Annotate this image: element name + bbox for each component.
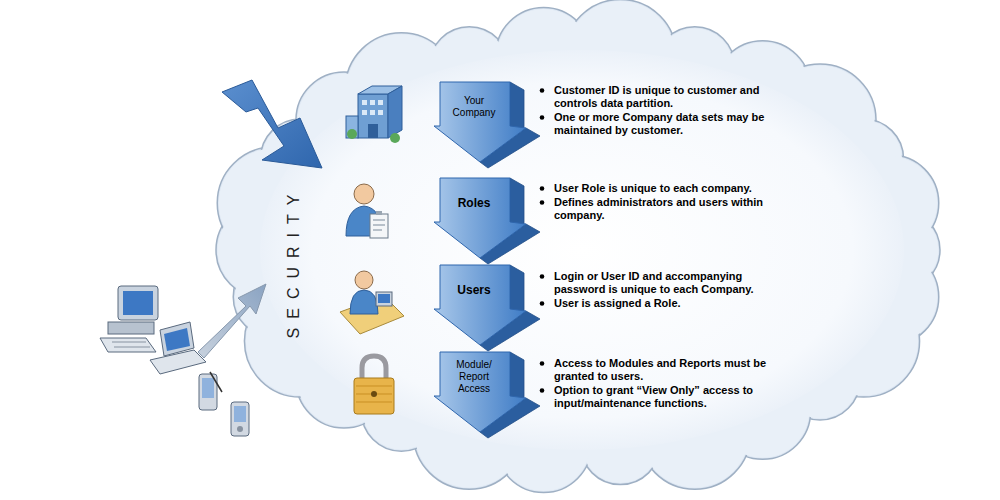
bullet-text: User is assigned a Role. xyxy=(554,297,786,310)
bullet-text: Access to Modules and Reports must be gr… xyxy=(554,357,786,383)
bullet-text: Login or User ID and accompanying passwo… xyxy=(554,270,786,296)
desktop-computer xyxy=(100,286,158,352)
bullet-text: Customer ID is unique to customer and co… xyxy=(554,84,786,110)
vertical-title: SECURITY xyxy=(285,186,303,339)
bullet-dot xyxy=(540,301,545,306)
entry-arrow xyxy=(222,80,322,168)
bullet-dot xyxy=(540,88,545,93)
block-arrow: Users xyxy=(432,265,540,351)
lock-icon xyxy=(354,356,394,414)
bullet-text: User Role is unique to each company. xyxy=(554,182,786,195)
block-arrow: Your Company xyxy=(432,82,540,168)
bullet-text: One or more Company data sets may be mai… xyxy=(554,111,786,137)
arrow-shape xyxy=(432,82,540,168)
bullet-dot xyxy=(540,200,545,205)
arrow-shape xyxy=(432,265,540,351)
bullet-dot xyxy=(540,388,545,393)
bullet-text: Defines administrators and users within … xyxy=(554,196,786,222)
bullet-dot xyxy=(540,361,545,366)
bullet-dot xyxy=(540,115,545,120)
laptop xyxy=(150,322,206,374)
handheld-device xyxy=(199,372,222,410)
device-arrow xyxy=(198,284,266,358)
company-icon xyxy=(346,86,402,143)
block-arrow: Roles xyxy=(432,178,540,264)
arrow-label: Users xyxy=(442,284,506,296)
arrow-shape xyxy=(432,178,540,264)
role-icon xyxy=(346,184,388,238)
arrow-label: Your Company xyxy=(442,95,506,119)
arrow-label: Module/ Report Access xyxy=(442,359,506,395)
user-icon xyxy=(340,271,404,334)
bullet-text: Option to grant “View Only” access to in… xyxy=(554,384,786,410)
bullet-dot xyxy=(540,186,545,191)
bullet-dot xyxy=(540,274,545,279)
pda xyxy=(231,402,249,436)
block-arrow: Module/ Report Access xyxy=(432,352,540,438)
arrow-label: Roles xyxy=(442,197,506,209)
